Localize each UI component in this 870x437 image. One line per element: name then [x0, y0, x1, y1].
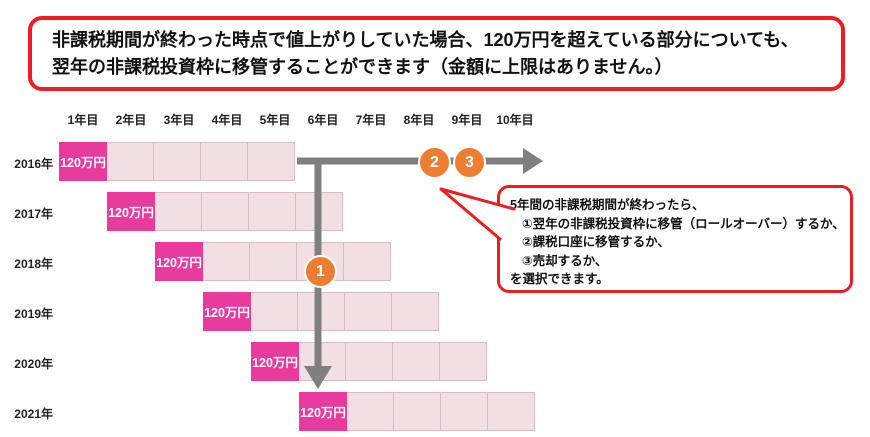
- taxfree-period-cell: [250, 292, 298, 331]
- amount-cell: 120万円: [59, 142, 107, 181]
- timeline-row-2020: 120万円: [251, 342, 487, 381]
- step-1-number: 1: [316, 262, 325, 280]
- column-header-year10: 10年目: [496, 113, 534, 127]
- taxfree-period-cell: [343, 242, 391, 281]
- callout-line-3: ②課税口座に移管するか、: [522, 235, 670, 249]
- year-label-2021: 2021年: [14, 407, 53, 421]
- year-label-2017: 2017年: [14, 207, 53, 221]
- column-header-year1: 1年目: [67, 113, 99, 127]
- taxfree-period-cell: [201, 192, 249, 231]
- year-label-2018: 2018年: [14, 257, 53, 271]
- taxfree-period-cell: [295, 192, 343, 231]
- year-label-2016: 2016年: [14, 157, 53, 171]
- taxfree-period-cell: [393, 392, 441, 431]
- column-header-year8: 8年目: [403, 113, 435, 127]
- taxfree-period-cell: [440, 392, 488, 431]
- taxfree-period-cell: [346, 392, 394, 431]
- callout-bubble: 5年間の非課税期間が終わったら、 ①翌年の非課税投資枠に移管（ロールオーバー）す…: [497, 185, 853, 293]
- column-header-year5: 5年目: [259, 113, 291, 127]
- amount-cell: 120万円: [155, 242, 203, 281]
- taxfree-period-cell: [391, 292, 439, 331]
- timeline-row-2019: 120万円: [203, 292, 439, 331]
- header-note-line2: 翌年の非課税投資枠に移管することができます（金額に上限はありません。）: [52, 56, 673, 77]
- step-3-marker: 3: [453, 146, 486, 179]
- taxfree-period-cell: [297, 292, 345, 331]
- taxfree-period-cell: [392, 342, 440, 381]
- column-header-year4: 4年目: [211, 113, 243, 127]
- taxfree-period-cell: [487, 392, 535, 431]
- taxfree-period-cell: [345, 342, 393, 381]
- timeline-row-2016: 120万円: [59, 142, 295, 181]
- amount-cell: 120万円: [299, 392, 347, 431]
- column-header-year3: 3年目: [163, 113, 195, 127]
- taxfree-period-cell: [154, 192, 202, 231]
- timeline-row-2018: 120万円: [155, 242, 391, 281]
- taxfree-period-cell: [249, 242, 297, 281]
- step-2-number: 2: [430, 153, 439, 171]
- timeline-row-2017: 120万円: [107, 192, 343, 231]
- header-note-box: 非課税期間が終わった時点で値上がりしていた場合、120万円を超えている部分につい…: [28, 16, 845, 91]
- callout-line-4: ③売却するか、: [522, 253, 608, 268]
- column-header-year6: 6年目: [307, 113, 339, 127]
- column-header-year9: 9年目: [451, 113, 483, 127]
- column-header-year7: 7年目: [355, 113, 387, 127]
- step-1-marker: 1: [304, 255, 337, 288]
- taxfree-period-cell: [153, 142, 201, 181]
- taxfree-period-cell: [200, 142, 248, 181]
- header-note-line1: 非課税期間が終わった時点で値上がりしていた場合、120万円を超えている部分につい…: [52, 29, 799, 50]
- callout-line-2: ①翌年の非課税投資枠に移管（ロールオーバー）するか、: [522, 216, 845, 231]
- year-label-2020: 2020年: [14, 357, 53, 371]
- step-2-marker: 2: [418, 146, 451, 179]
- taxfree-period-cell: [202, 242, 250, 281]
- amount-cell: 120万円: [203, 292, 251, 331]
- amount-cell: 120万円: [251, 342, 299, 381]
- column-header-year2: 2年目: [115, 113, 147, 127]
- timeline-row-2021: 120万円: [299, 392, 535, 431]
- taxfree-period-cell: [298, 342, 346, 381]
- taxfree-period-cell: [247, 142, 295, 181]
- taxfree-period-cell: [439, 342, 487, 381]
- taxfree-period-cell: [106, 142, 154, 181]
- callout-line-5: を選択できます。: [510, 272, 609, 286]
- column-headers: 1年目 2年目 3年目 4年目 5年目 6年目 7年目 8年目 9年目 10年目: [59, 111, 539, 128]
- amount-cell: 120万円: [107, 192, 155, 231]
- taxfree-period-cell: [248, 192, 296, 231]
- taxfree-period-cell: [344, 292, 392, 331]
- step-3-number: 3: [465, 153, 474, 171]
- callout-line-1: 5年間の非課税期間が終わったら、: [510, 198, 705, 212]
- year-label-2019: 2019年: [14, 307, 53, 321]
